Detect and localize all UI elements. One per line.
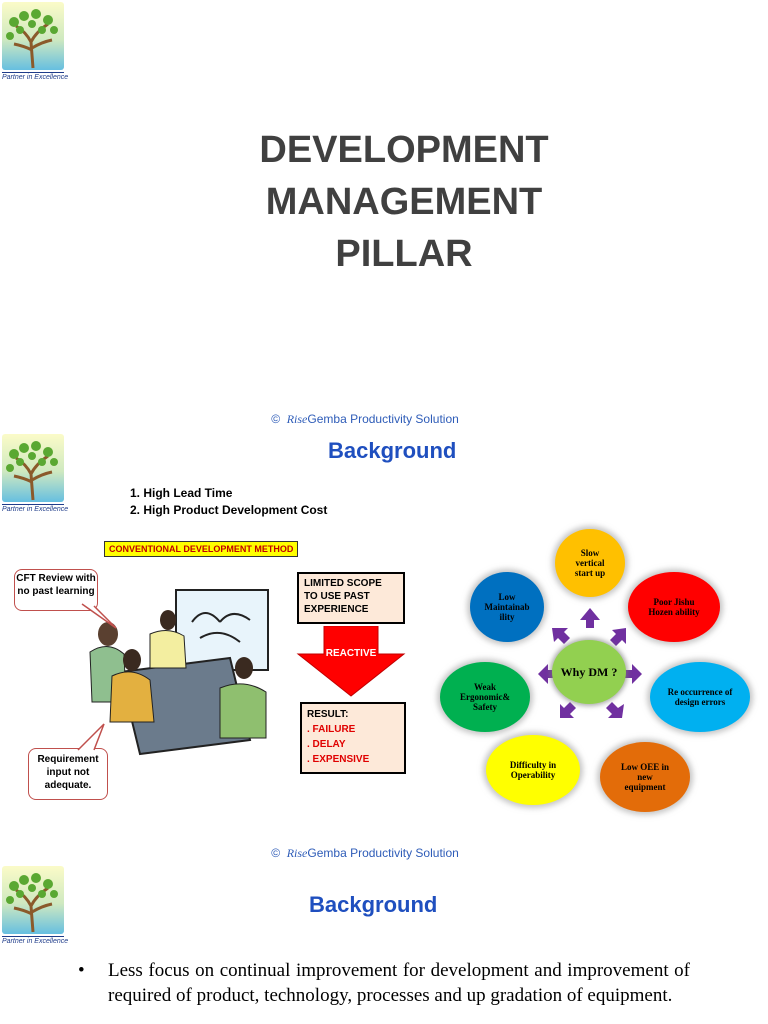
- tree-logo-icon: [2, 434, 64, 502]
- why-bubble: Poor Jishu Hozen ability: [628, 572, 720, 642]
- bullet-symbol: •: [78, 960, 85, 981]
- result-item: . EXPENSIVE: [307, 754, 370, 765]
- copyright-symbol: ©: [271, 846, 281, 860]
- why-bubble: Re occurrence of design errors: [650, 662, 750, 732]
- section-title: Background: [328, 438, 457, 463]
- callout-cft-review: CFT Review with no past learning: [14, 569, 98, 611]
- logo-tagline: Partner in Excellence: [2, 936, 69, 945]
- problem-list: 1. High Lead Time 2. High Product Develo…: [130, 485, 327, 519]
- page-title: DEVELOPMENT MANAGEMENT PILLAR: [0, 124, 768, 280]
- title-line-3: PILLAR: [335, 233, 473, 275]
- why-dm-center-label: Why DM ?: [560, 664, 618, 679]
- result-box: RESULT: . FAILURE . DELAY . EXPENSIVE: [300, 702, 406, 774]
- callout-pointer-bottom: [77, 723, 105, 751]
- why-bubble: Slow vertical start up: [555, 529, 625, 597]
- conventional-method-label: CONVENTIONAL DEVELOPMENT METHOD: [104, 541, 299, 557]
- callout-pointer-top: [81, 603, 117, 629]
- logo-tagline: Partner in Excellence: [2, 72, 69, 81]
- company-logo: Partner in Excellence: [2, 2, 69, 81]
- why-bubble-label: Re occurrence of design errors: [667, 687, 733, 707]
- why-bubble-label: Difficulty in Operability: [509, 760, 557, 780]
- slide-footer: © RiseGemba Productivity Solution: [0, 846, 730, 861]
- tree-logo-icon: [2, 2, 64, 70]
- section-title: Background: [309, 892, 438, 917]
- result-item: . FAILURE: [307, 724, 356, 735]
- list-item: 1. High Lead Time: [130, 486, 233, 500]
- slide-footer: © RiseGemba Productivity Solution: [0, 412, 730, 427]
- result-heading: RESULT:: [307, 709, 349, 720]
- slide-title: Partner in Excellence DEVELOPMENT MANAGE…: [0, 0, 768, 432]
- title-line-2: MANAGEMENT: [265, 181, 543, 223]
- reactive-arrow: [296, 626, 406, 697]
- why-bubble-label: Low Maintainab ility: [484, 592, 530, 622]
- result-item: . DELAY: [307, 739, 346, 750]
- brand-script: Rise: [286, 412, 308, 426]
- why-bubble: Low Maintainab ility: [470, 572, 544, 642]
- list-item: 2. High Product Development Cost: [130, 503, 328, 517]
- meeting-illustration: [89, 589, 269, 756]
- slide-background-diagram: Partner in Excellence Background 1. High…: [0, 432, 768, 866]
- brand-text: Gemba Productivity Solution: [307, 412, 459, 426]
- why-dm-center: Why DM ?: [552, 640, 626, 704]
- brand-text: Gemba Productivity Solution: [307, 846, 459, 860]
- company-logo: Partner in Excellence: [2, 434, 69, 513]
- slide-background-text: Partner in Excellence Background • Less …: [0, 866, 768, 1024]
- why-bubble-label: Weak Ergonomic& Safety: [460, 682, 510, 712]
- company-logo: Partner in Excellence: [2, 866, 69, 945]
- reactive-label: REACTIVE: [325, 648, 377, 659]
- bullet-text: Less focus on continual improvement for …: [108, 960, 690, 1006]
- limited-scope-box: LIMITED SCOPE TO USE PAST EXPERIENCE: [297, 572, 405, 624]
- bullet-point: • Less focus on continual improvement fo…: [78, 958, 690, 1008]
- callout-requirement: Requirement input not adequate.: [28, 748, 108, 800]
- title-line-1: DEVELOPMENT: [259, 129, 549, 171]
- why-dm-arrows: [538, 608, 642, 718]
- copyright-symbol: ©: [271, 412, 281, 426]
- why-bubble: Low OEE in new equipment: [600, 742, 690, 812]
- logo-tagline: Partner in Excellence: [2, 504, 69, 513]
- why-bubble-label: Slow vertical start up: [574, 548, 606, 578]
- tree-logo-icon: [2, 866, 64, 934]
- brand-script: Rise: [286, 846, 308, 860]
- why-bubble-label: Poor Jishu Hozen ability: [648, 597, 700, 617]
- why-bubble-label: Low OEE in new equipment: [620, 762, 669, 792]
- why-bubble: Difficulty in Operability: [486, 735, 580, 805]
- why-bubble: Weak Ergonomic& Safety: [440, 662, 530, 732]
